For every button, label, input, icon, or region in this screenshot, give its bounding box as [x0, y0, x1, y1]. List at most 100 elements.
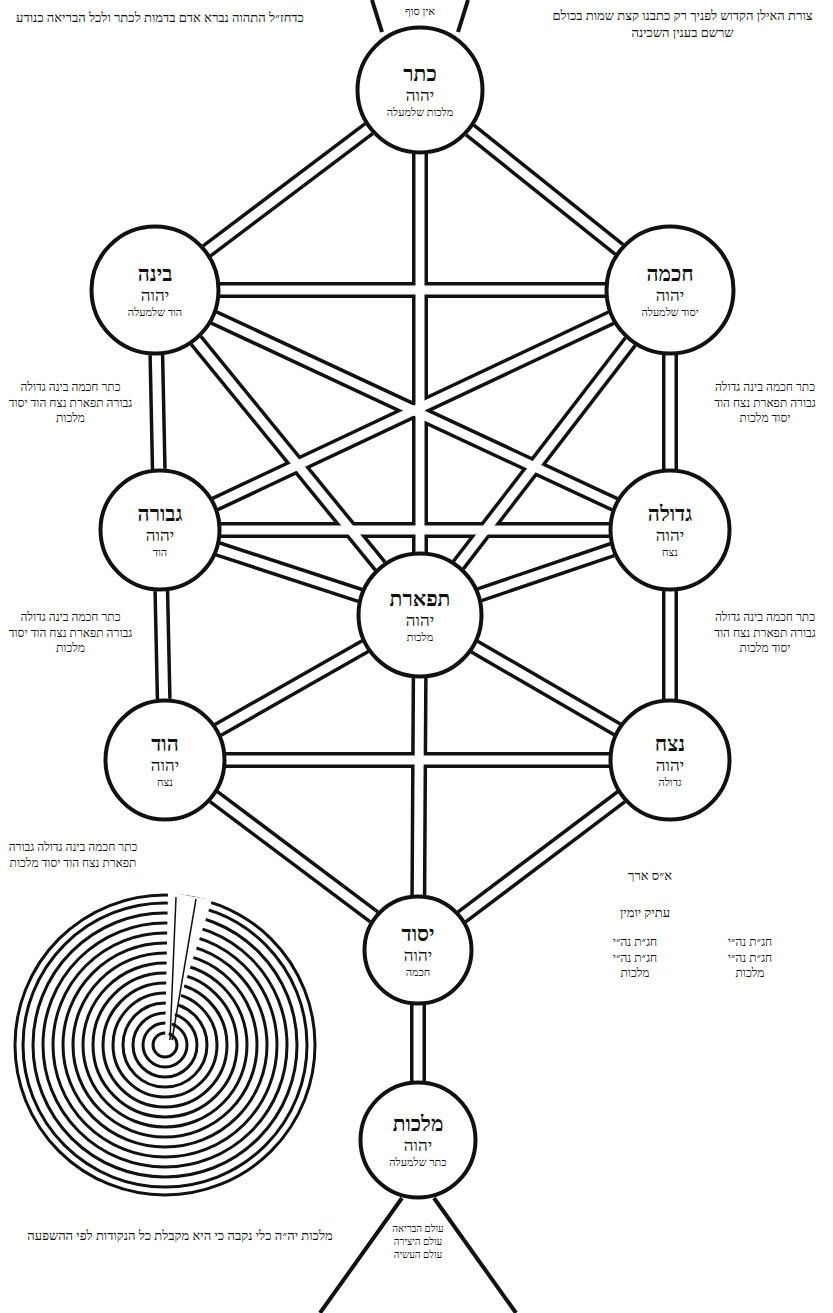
channel-path: [161, 591, 163, 699]
note-text: אין סוף: [385, 4, 455, 18]
channel-fill: [218, 549, 360, 595]
ring-gap: [165, 892, 212, 1045]
note-text: עתיק יומין: [590, 905, 700, 922]
divine-name: יהוה: [406, 611, 434, 631]
divine-name: יהוה: [404, 946, 432, 966]
circle-outline: [101, 471, 220, 590]
sefirah-circle: בינהיהוההוד שלמעלה: [89, 224, 221, 356]
sefirah-name: תפארת: [390, 587, 451, 611]
sefirah-circle: נצחיהוהגדולה: [608, 698, 732, 822]
sefirah-name: נצח: [655, 732, 685, 756]
note-text: חג״ת נה״י חג״ת נה״י מלכות: [715, 935, 785, 982]
note-text: כתר חכמה בינה גדולה גבורה תפארת נצח הוד …: [8, 840, 138, 871]
sefirah-name: מלכות: [393, 1112, 444, 1136]
circle-outline: [358, 28, 483, 153]
note-text: עולם הבריאה עולם היצירה עולם העשיה: [390, 1222, 446, 1261]
note-text: כתר חכמה בינה גדולה גבורה תפארת נצח הוד …: [705, 610, 825, 657]
note-text: חג״ת נה״י חג״ת נה״י מלכות: [600, 935, 670, 982]
channel-fill: [226, 756, 609, 765]
channel-fill: [214, 797, 374, 917]
circle-content: גדולהיהוהנצח: [608, 468, 732, 592]
inner-note: הוד שלמעלה: [128, 306, 182, 319]
circle-text-group: בינהיהוההוד שלמעלה: [128, 262, 182, 318]
note-text: א״ס ארך: [605, 868, 695, 885]
sefirah-name: הוד: [151, 732, 179, 756]
note-text: כדחז״ל התהוה נברא אדם בדמות לכתר ולכל הב…: [10, 10, 310, 27]
sefirah-circle: תפארתיהוהמלכות: [356, 551, 484, 679]
circle-content: יסודיהוהחכמה: [362, 894, 474, 1006]
inner-note: חכמה: [406, 966, 431, 979]
sefirah-name: בינה: [138, 262, 173, 286]
divine-name: יהוה: [404, 1136, 432, 1156]
channel-outlines: [156, 129, 670, 1081]
ring-gap-line: [172, 899, 196, 1040]
circle-text-group: מלכותיהוהכתר שלמעלה: [389, 1112, 446, 1168]
divine-name: יהוה: [656, 526, 684, 546]
inner-note: נצח: [662, 546, 678, 559]
sefirah-name: גבורה: [138, 502, 183, 526]
note-text: מלכות יה״ה כלי נקבה כי היא מקבלת כל הנקו…: [20, 1228, 340, 1245]
sefirah-circle: כתריהוהמלכות שלמעלה: [355, 25, 485, 155]
channel-fill: [214, 317, 615, 504]
channel-fill: [480, 550, 613, 595]
channel-fill: [462, 797, 621, 917]
channel-path: [214, 797, 374, 917]
sefirah-circle: גדולהיהוהנצח: [608, 468, 732, 592]
ring-gap-lines: [170, 897, 196, 1040]
circle-text-group: חכמהיהוהיסוד שלמעלה: [641, 262, 698, 318]
channel-fill: [418, 678, 419, 895]
crown-stem: [458, 0, 468, 32]
circle-outline: [365, 897, 472, 1004]
channel-fill: [161, 591, 163, 699]
channel-path: [462, 797, 621, 917]
root-base: [320, 1198, 516, 1313]
channel-path: [418, 678, 419, 895]
channel-fills: [156, 129, 670, 1081]
circle-content: חכמהיהוהיסוד שלמעלה: [604, 224, 736, 356]
divine-name: יהוה: [656, 756, 684, 776]
sefirah-name: חכמה: [646, 262, 693, 286]
circle-outline: [106, 701, 225, 820]
channel-fill: [666, 591, 675, 699]
root-base: [320, 1198, 402, 1313]
circle-text-group: גדולהיהוהנצח: [648, 502, 692, 558]
channel-path: [474, 647, 617, 730]
note-text: כתר חכמה בינה גדולה גבורה תפארת נצח הוד …: [8, 380, 133, 427]
circle-content: מלכותיהוהכתר שלמעלה: [358, 1080, 478, 1200]
circle-outline: [92, 227, 219, 354]
channel-path: [662, 591, 678, 699]
channel-fill: [218, 646, 365, 730]
circle-outline: [361, 1083, 476, 1198]
divine-name: יהוה: [406, 86, 434, 106]
note-text: כתר חכמה בינה גדולה גבורה תפארת נצח הוד …: [705, 380, 825, 427]
sefirah-circle: יסודיהוהחכמה: [362, 894, 474, 1006]
circle-content: גבורהיהוההוד: [98, 468, 222, 592]
sefirah-circle: חכמהיהוהיסוד שלמעלה: [604, 224, 736, 356]
circle-content: תפארתיהוהמלכות: [356, 551, 484, 679]
channel-fill: [221, 526, 609, 535]
channel-fill: [666, 355, 675, 469]
divine-name: יהוה: [656, 286, 684, 306]
circle-text-group: הודיהוהנצח: [151, 732, 179, 788]
channel-path: [214, 317, 615, 504]
inner-note: כתר שלמעלה: [389, 1156, 446, 1169]
divine-name: יהוה: [141, 286, 169, 306]
circle-content: בינהיהוההוד שלמעלה: [89, 224, 221, 356]
sefirah-circle: הודיהוהנצח: [103, 698, 227, 822]
channel-path: [218, 646, 365, 730]
channel-path: [207, 129, 369, 251]
inner-note: גדולה: [658, 776, 681, 789]
inner-note: הוד: [153, 546, 167, 559]
inner-note: נצח: [157, 776, 173, 789]
channel-fill: [207, 129, 369, 251]
circle-outline: [359, 554, 482, 677]
channel-fill: [416, 154, 425, 552]
circle-outline: [611, 701, 730, 820]
channel-path: [470, 130, 619, 249]
channel-path: [412, 154, 428, 552]
circle-text-group: גבורהיהוההוד: [138, 502, 183, 558]
sefirah-name: כתר: [403, 62, 436, 86]
note-text: צורת האילן הקדוש לפניך רק כתבנו קצת שמות…: [540, 8, 825, 42]
divine-name: יהוה: [151, 756, 179, 776]
